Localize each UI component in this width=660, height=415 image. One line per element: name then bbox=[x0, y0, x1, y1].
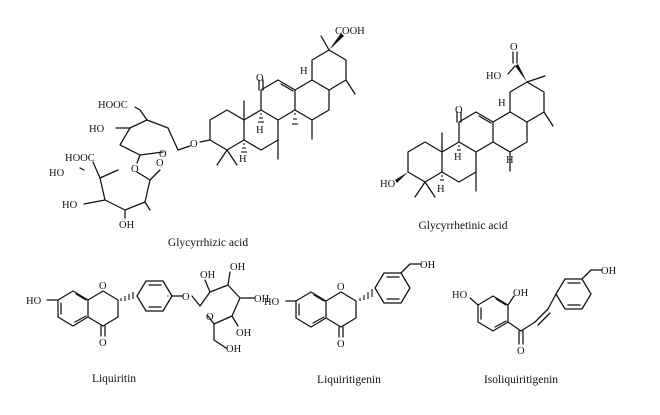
structure-glycyrrhetinic-acid: HO O O H H H H HO Glycyrrhetinic acid bbox=[380, 42, 554, 232]
label-h-9b: H bbox=[454, 152, 462, 163]
label-ketone-o-2: O bbox=[455, 105, 463, 116]
label-ho-4: HO bbox=[452, 290, 468, 301]
label-ho-1: HO bbox=[89, 124, 105, 135]
stereo-hash-h9 bbox=[258, 113, 264, 123]
label-link-o: O bbox=[131, 164, 139, 175]
label-h-9: H bbox=[256, 125, 264, 136]
structure-glycyrrhizic-acid: COOH O H H H O HOOC HO O O HOOC HO HO OH… bbox=[49, 26, 365, 249]
label-carbonyl-o-liqg: O bbox=[337, 339, 345, 350]
label-hooc-1: HOOC bbox=[98, 100, 128, 111]
label-cooh: COOH bbox=[335, 26, 365, 37]
label-oh-g4: OH bbox=[236, 328, 252, 339]
label-oh-4p-iso: OH bbox=[601, 266, 617, 277]
label-ho-7-liqg: HO bbox=[264, 297, 280, 308]
label-ho-2: HO bbox=[49, 168, 65, 179]
label-oh-g3: OH bbox=[254, 294, 270, 305]
label-ring-o-liqg: O bbox=[337, 282, 345, 293]
label-ring-o-glc: O bbox=[206, 312, 214, 323]
label-ring-o-2: O bbox=[156, 158, 164, 169]
caption-liquiritigenin: Liquiritigenin bbox=[317, 374, 381, 386]
label-h-13b: H bbox=[506, 155, 514, 166]
stereo-hash-h5 bbox=[241, 143, 247, 153]
label-ho-3b: HO bbox=[380, 179, 396, 190]
stereo-hash-h5b bbox=[440, 175, 444, 181]
caption-glycyrrhizic-acid: Glycyrrhizic acid bbox=[168, 237, 248, 249]
label-carbonyl-o-liq: O bbox=[99, 338, 107, 349]
stereo-hash-c2-liqg bbox=[359, 289, 373, 301]
stereo-hash-h9b bbox=[457, 145, 461, 151]
label-o-cooh: O bbox=[510, 42, 518, 53]
label-oh-g1: OH bbox=[200, 270, 216, 281]
caption-isoliquiritigenin: Isoliquiritigenin bbox=[484, 374, 558, 386]
label-h-18b: H bbox=[498, 98, 506, 109]
label-ho-cooh: HO bbox=[486, 71, 502, 82]
caption-liquiritin: Liquiritin bbox=[92, 373, 136, 385]
label-oh-4p-liqg: OH bbox=[420, 260, 436, 271]
caption-glycyrrhetinic-acid: Glycyrrhetinic acid bbox=[418, 220, 507, 232]
label-oh-2: OH bbox=[513, 288, 529, 299]
label-oh-1: OH bbox=[119, 220, 135, 231]
label-carbonyl-o-iso: O bbox=[517, 346, 525, 357]
label-hooc-2: HOOC bbox=[65, 153, 95, 164]
structure-liquiritin: HO O O O OH OH OH O OH OH Liquiritin bbox=[26, 262, 270, 385]
label-oh-g5: OH bbox=[226, 344, 242, 355]
label-oh-g2: OH bbox=[230, 262, 246, 273]
label-ho-7: HO bbox=[26, 296, 42, 307]
label-ring-o-1: O bbox=[159, 149, 167, 160]
label-ether-o: O bbox=[182, 292, 190, 303]
label-ring-o-liq: O bbox=[99, 281, 107, 292]
stereo-hash-c2 bbox=[120, 292, 134, 301]
label-ketone-o: O bbox=[256, 73, 264, 84]
label-h-18: H bbox=[300, 66, 308, 77]
structure-isoliquiritigenin: HO OH O OH Isoliquiritigenin bbox=[452, 266, 617, 386]
stereo-hash-c14-methyl bbox=[292, 113, 298, 125]
structure-liquiritigenin: HO O O OH Liquiritigenin bbox=[264, 260, 436, 386]
label-h-5b: H bbox=[437, 184, 445, 195]
label-h-5: H bbox=[239, 154, 247, 165]
label-glycosidic-o: O bbox=[190, 139, 198, 150]
label-ho-3: HO bbox=[62, 200, 78, 211]
